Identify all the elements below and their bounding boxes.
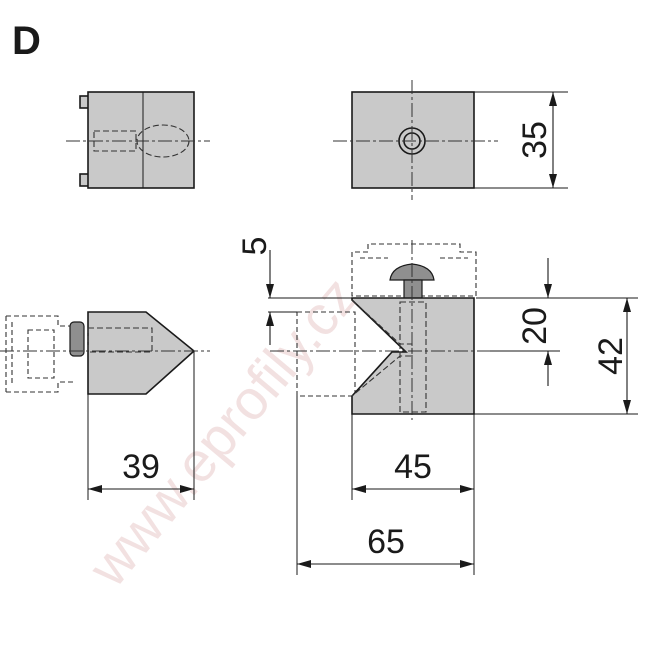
ghost-profile-top: [351, 243, 477, 297]
front-body: [351, 297, 475, 415]
side-view: 39: [0, 311, 210, 500]
front-view: 5 20 42 45 65: [236, 237, 638, 575]
figure-label: D: [12, 19, 41, 63]
side-body: [87, 311, 196, 395]
dim-label-20: 20: [516, 307, 554, 345]
front-hidden-bolt: [399, 301, 427, 413]
ghost-plate: [296, 311, 356, 397]
dim-label-45: 45: [394, 448, 432, 486]
t-nut-head: [69, 321, 85, 357]
dim-label-39: 39: [122, 448, 160, 486]
side-hidden-bolt: [87, 327, 153, 353]
top-left-view: [66, 91, 210, 189]
block-top-left: [87, 91, 195, 189]
top-right-view: 35: [333, 80, 568, 200]
dim-label-42: 42: [592, 337, 630, 375]
dim-label-5: 5: [236, 237, 274, 256]
dim-label-35: 35: [516, 121, 554, 159]
ghost-profile-left: [5, 315, 76, 393]
dim-label-65: 65: [367, 523, 405, 561]
